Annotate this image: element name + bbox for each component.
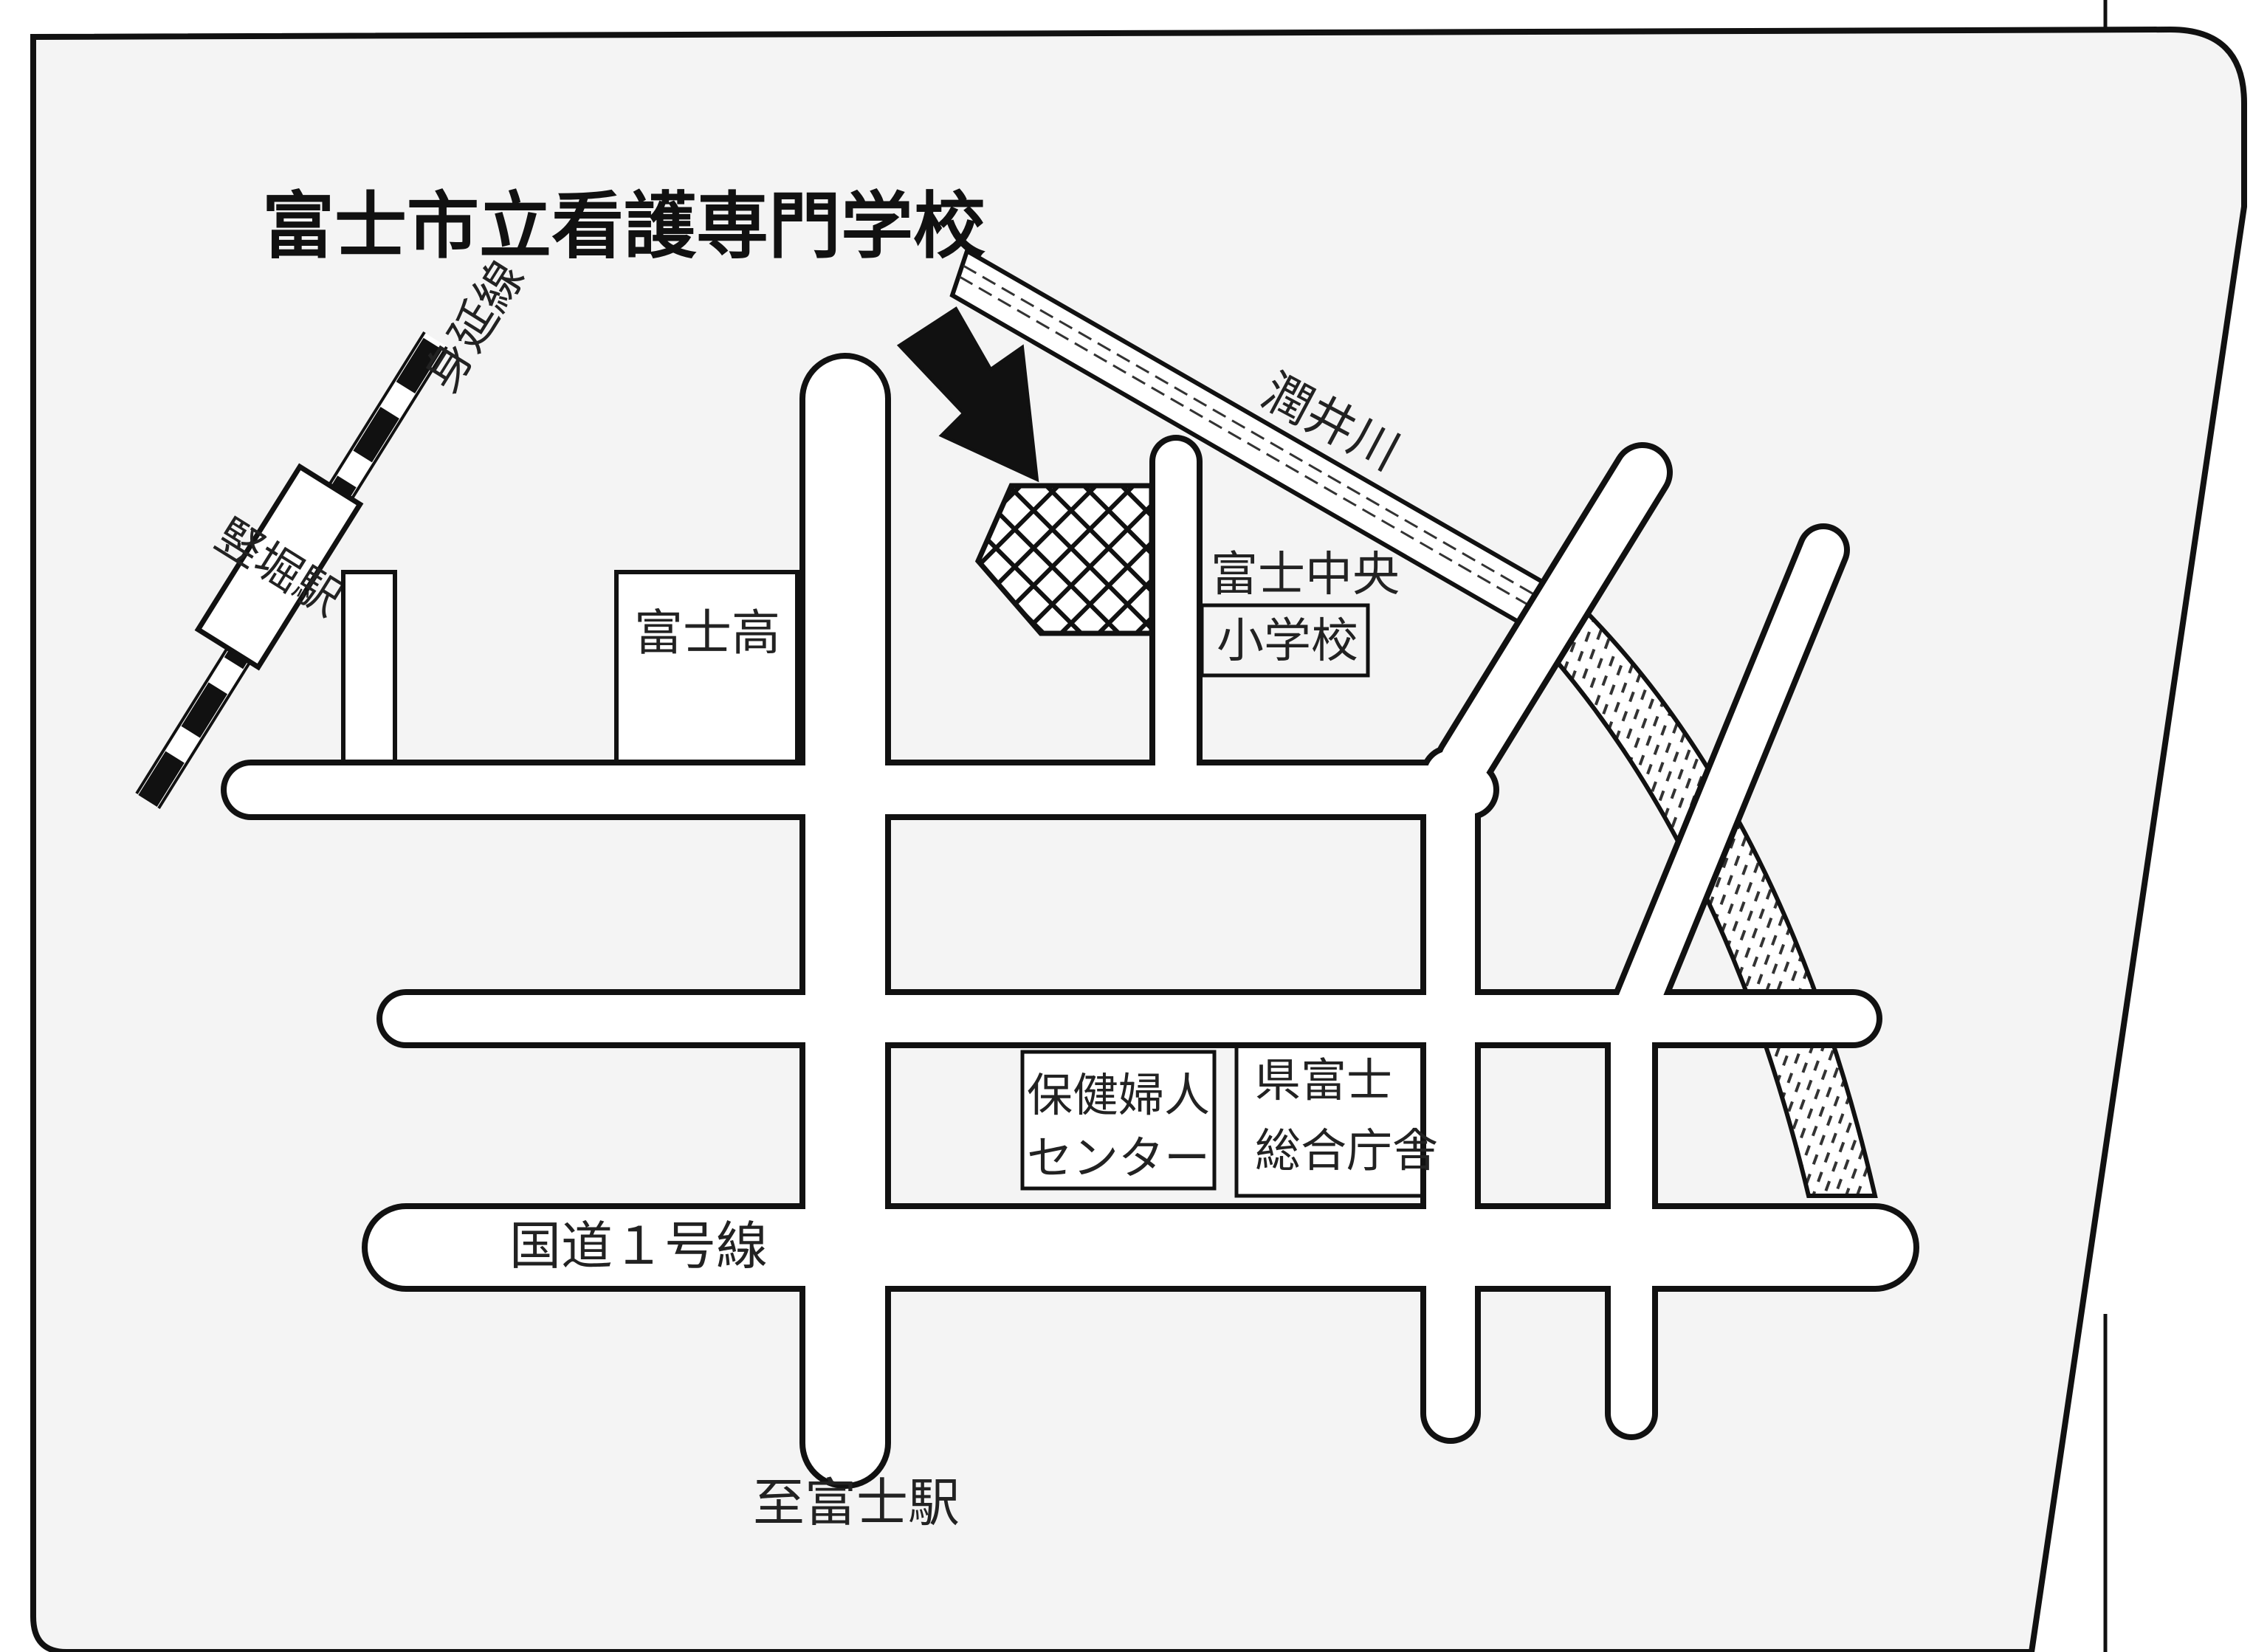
map-frame — [30, 26, 2247, 1652]
arrow-icon — [896, 306, 1039, 483]
fuji-high-school-label: 富士高 — [634, 605, 780, 661]
roads-fill — [227, 359, 1913, 1483]
nursing-school-site — [974, 483, 1155, 636]
building-left — [341, 570, 397, 770]
health-center-label-1: 保健婦人 — [1027, 1068, 1210, 1122]
route1-label: 国道１号線 — [509, 1216, 768, 1276]
prefectural-office-label-2: 総合庁舎 — [1255, 1123, 1438, 1177]
fuji-high-school — [614, 570, 799, 770]
health-center-label-2: センター — [1027, 1131, 1210, 1185]
fuji-chuo-elementary-label-2: 小学校 — [1217, 614, 1358, 669]
map-title: 富士市立看護専門学校 — [262, 185, 986, 269]
prefectural-office-label-1: 県富士 — [1255, 1053, 1392, 1107]
fuji-chuo-elementary-label-1: 富士中央 — [1211, 548, 1400, 602]
prefectural-office-box — [1234, 1035, 1431, 1198]
health-center-box — [1020, 1050, 1217, 1191]
station-box: 竪堀駅 — [194, 463, 364, 671]
to-fuji-station-label: 至富士駅 — [753, 1473, 960, 1533]
